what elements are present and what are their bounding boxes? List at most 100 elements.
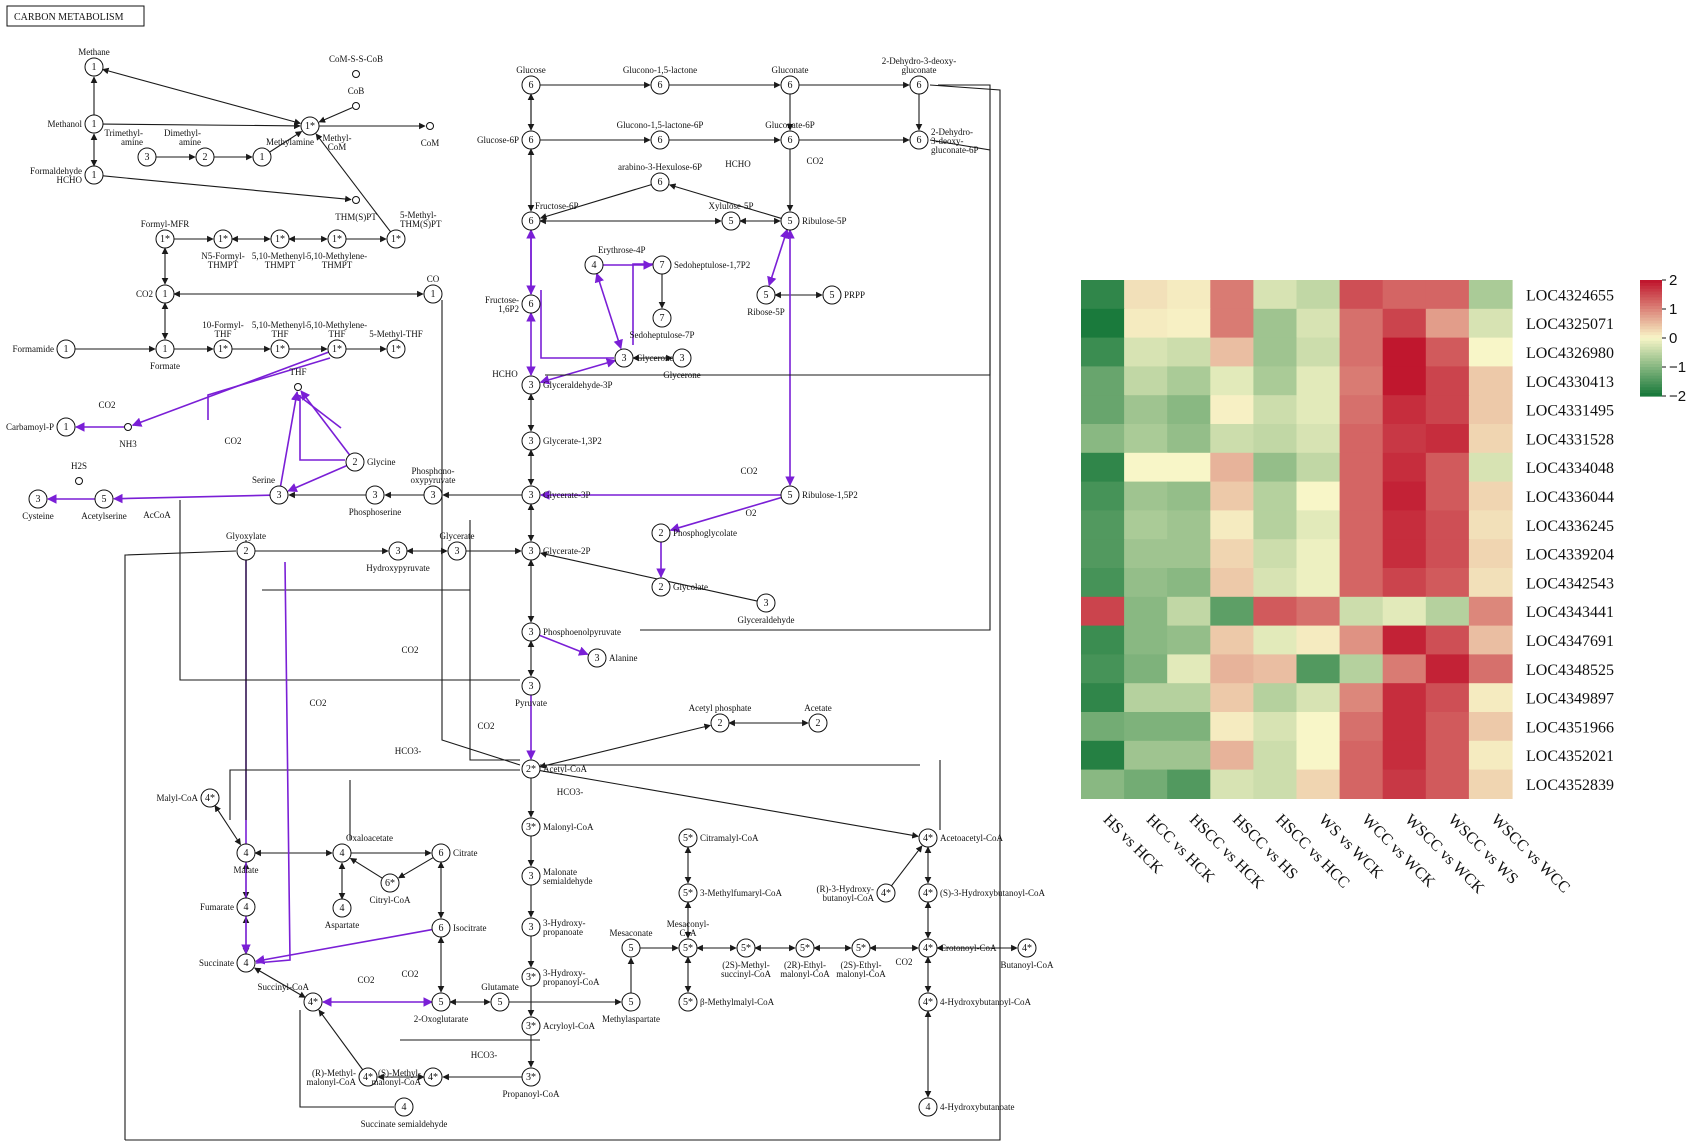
compound-node[interactable]: 52-Oxoglutarate (414, 992, 468, 1024)
compound-node[interactable]: 4*Butanoyl-CoA (1001, 938, 1054, 970)
compound-node[interactable]: 4*(S)-Methyl-malonyl-CoA (372, 1067, 443, 1087)
compound-node[interactable]: 3*3-Hydroxy-propanoyl-CoA (521, 967, 600, 987)
compound-node[interactable]: 62-Dehydro-3-deoxy-gluconate (882, 56, 956, 95)
compound-node[interactable]: 4*(R)-3-Hydroxy-butanoyl-CoA (817, 883, 896, 903)
compound-node[interactable]: 1*Formyl-MFR (141, 219, 190, 249)
compound-node[interactable]: 5*(2S)-Methyl-succinyl-CoA (721, 938, 771, 979)
compound-node[interactable]: 5*(2S)-Ethyl-malonyl-CoA (836, 938, 886, 979)
compound-node[interactable]: 5*β-Methylmalyl-CoA (678, 992, 775, 1012)
compound-node[interactable]: 5*3-Methylfumaryl-CoA (678, 883, 782, 903)
compound-node[interactable]: 4*(R)-Methyl-malonyl-CoA (307, 1067, 378, 1087)
compound-node[interactable]: 1*5-Methyl-THM(S)PT (386, 210, 442, 249)
compound-node[interactable]: 4*Succinyl-CoA (258, 982, 323, 1012)
compound-node[interactable]: 1*5,10-Methylene-THMPT (307, 229, 367, 270)
compound-node[interactable]: THM(S)PT (335, 196, 377, 223)
compound-node[interactable]: 62-Dehydro-3-deoxy-gluconate-6P (909, 127, 979, 155)
compound-node[interactable]: 1*10-Formyl-THF (202, 320, 244, 359)
compound-node[interactable]: 4*Crotonoyl-CoA (918, 938, 997, 958)
compound-node[interactable]: 1*5,10-Methenyl-THMPT (252, 229, 308, 270)
compound-node[interactable]: 4*Malyl-CoA (157, 788, 220, 808)
compound-node[interactable]: CoM (421, 122, 440, 149)
compound-node[interactable]: 4*Acetoacetyl-CoA (918, 828, 1003, 848)
compound-node[interactable]: 5*(2R)-Ethyl-malonyl-CoA (780, 938, 830, 979)
compound-node[interactable]: 4*(S)-3-Hydroxybutanoyl-CoA (918, 883, 1045, 903)
compound-node[interactable]: NH3 (119, 423, 137, 450)
compound-node[interactable]: 1CO (423, 274, 443, 304)
compound-node[interactable]: 5*Citramalyl-CoA (678, 828, 759, 848)
compound-node[interactable]: CoB (348, 86, 365, 110)
compound-node[interactable]: 5*Mesaconyl-CoA (667, 919, 710, 958)
compound-node[interactable]: 1*N5-Formyl-THMPT (201, 229, 245, 270)
compound-node[interactable]: 1*5-Methyl-THF (369, 329, 423, 359)
compound-node[interactable]: THF (289, 367, 307, 391)
compound-node[interactable]: 1* (300, 116, 320, 136)
compound-node[interactable]: 1*5,10-Methylene-THF (307, 320, 367, 359)
compound-node[interactable]: 3*Propanoyl-CoA (503, 1067, 560, 1099)
compound-node[interactable]: 4*4-Hydroxybutanoyl-CoA (918, 992, 1031, 1012)
compound-node[interactable]: 6*Citryl-CoA (369, 873, 411, 905)
compound-node[interactable]: 3*Acryloyl-CoA (521, 1016, 595, 1036)
compound-node[interactable]: 3*Malonyl-CoA (521, 817, 594, 837)
compound-node[interactable]: H2S (71, 461, 87, 485)
